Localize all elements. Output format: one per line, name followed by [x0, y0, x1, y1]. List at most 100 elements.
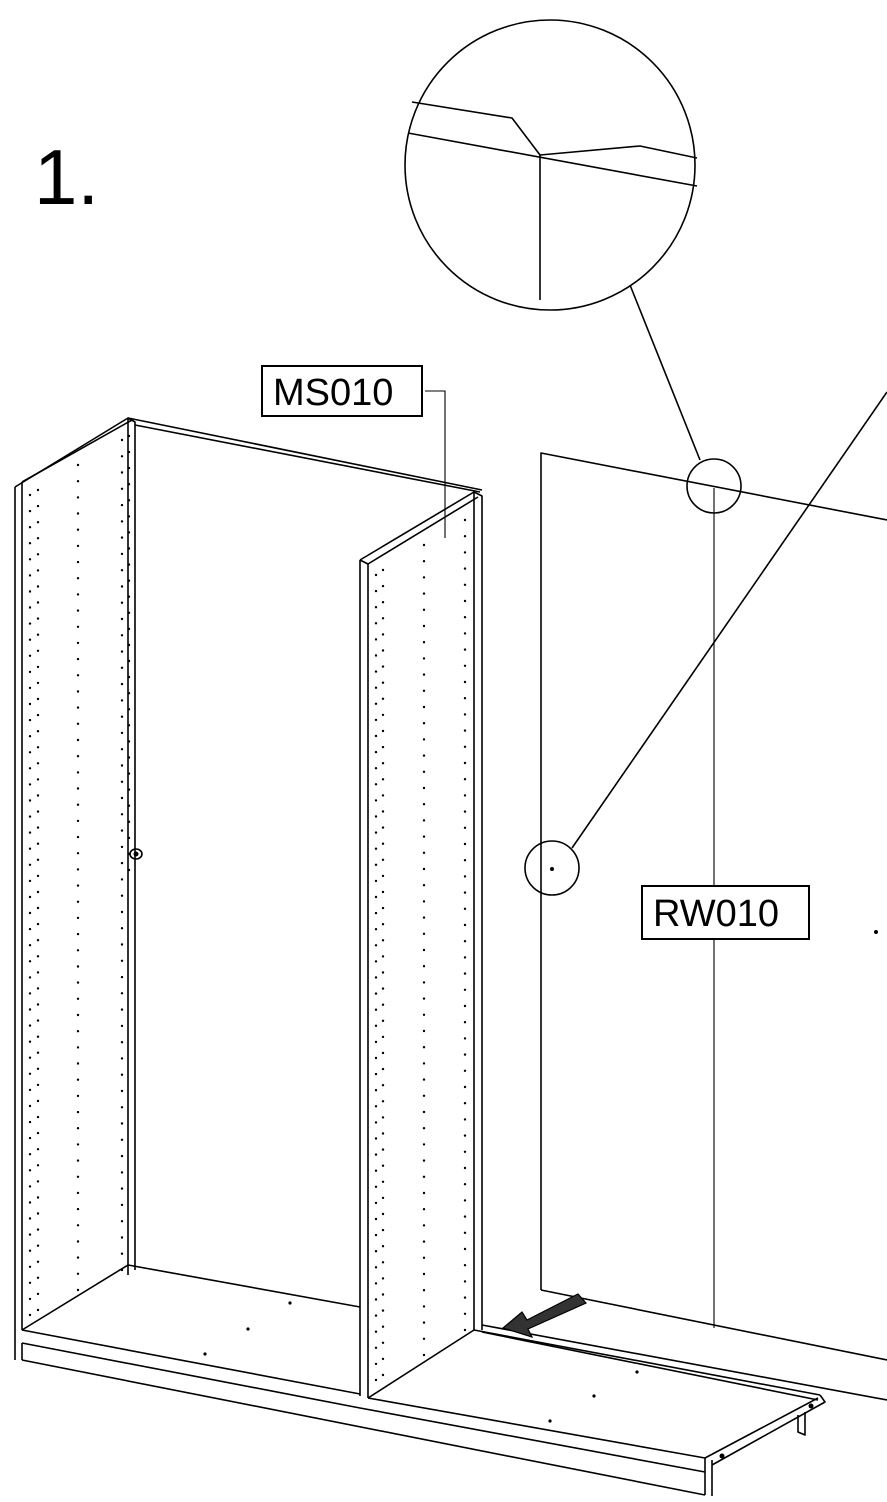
pin-hole [463, 1021, 467, 1024]
pin-hole [422, 1078, 426, 1081]
pin-hole [120, 455, 124, 458]
pin-hole [76, 1207, 80, 1211]
pin-hole [36, 1180, 40, 1183]
pin-hole [374, 944, 378, 947]
pin-hole [374, 1314, 378, 1317]
pin-hole [381, 1051, 385, 1055]
pin-hole [381, 681, 385, 684]
pin-hole [463, 518, 467, 522]
pin-hole [36, 826, 40, 829]
pin-hole [28, 542, 32, 545]
pin-hole [422, 1256, 426, 1260]
pin-hole [28, 718, 32, 722]
pin-hole [381, 1309, 385, 1312]
pin-hole [36, 762, 40, 765]
pin-hole [36, 601, 40, 604]
pin-hole [76, 690, 80, 693]
pin-hole [381, 1067, 385, 1071]
pin-hole [120, 845, 124, 849]
pin-hole [381, 826, 385, 829]
pin-hole [374, 815, 378, 818]
pin-hole [127, 483, 131, 486]
pin-hole [463, 972, 467, 975]
pin-hole [36, 730, 40, 733]
pin-hole [28, 1313, 32, 1317]
pin-hole [374, 1008, 378, 1011]
pin-hole [374, 734, 378, 738]
pin-hole [120, 503, 124, 507]
pin-hole [381, 1357, 385, 1361]
pin-hole [422, 641, 426, 644]
pin-hole [28, 1120, 32, 1124]
pin-hole [36, 585, 40, 588]
pin-hole [120, 780, 124, 783]
pin-hole [120, 894, 124, 897]
pin-hole [28, 751, 32, 754]
pin-hole [76, 787, 80, 790]
pin-hole [120, 536, 124, 539]
pin-hole [28, 686, 32, 690]
pin-hole [76, 512, 80, 515]
pin-hole [381, 1228, 385, 1232]
pin-hole [120, 1187, 124, 1190]
pin-hole [28, 879, 32, 883]
pin-hole [28, 1008, 32, 1011]
detail-marker-top [686, 458, 742, 514]
pin-hole [422, 1224, 426, 1227]
pin-hole [120, 1041, 124, 1044]
pin-hole [120, 1268, 124, 1272]
pin-hole [127, 434, 131, 438]
pin-hole [463, 810, 467, 813]
pin-hole [76, 1272, 80, 1276]
pin-hole [36, 939, 40, 942]
pin-hole [120, 1008, 124, 1011]
pin-hole [28, 1088, 32, 1092]
pin-hole [120, 715, 124, 718]
pin-hole [28, 1265, 32, 1269]
pin-hole [76, 496, 80, 499]
pin-hole [28, 670, 32, 674]
pin-hole [374, 606, 378, 609]
left-side-panel [14, 417, 483, 1360]
pin-hole [127, 675, 131, 679]
pin-hole [374, 1201, 378, 1205]
pin-hole [120, 569, 124, 572]
pin-hole [36, 1019, 40, 1022]
pin-hole [120, 1236, 124, 1239]
pin-hole [127, 692, 131, 695]
pin-hole [36, 1308, 40, 1312]
pin-hole [422, 1046, 426, 1049]
pin-hole [463, 1085, 467, 1089]
pin-hole [374, 1378, 378, 1382]
pin-hole [463, 1102, 467, 1105]
pin-hole [36, 1148, 40, 1151]
pin-hole [422, 1321, 426, 1324]
pin-hole [463, 1264, 467, 1267]
pin-hole [120, 617, 124, 621]
pin-hole [36, 1035, 40, 1038]
pin-hole [381, 1148, 385, 1151]
pin-hole [76, 932, 80, 936]
pin-hole [381, 858, 385, 861]
pin-hole [381, 1019, 385, 1022]
pin-hole [463, 907, 467, 910]
pin-hole [28, 1297, 32, 1301]
pin-hole [76, 674, 80, 677]
pin-hole [36, 906, 40, 910]
pin-hole [127, 515, 131, 518]
pin-hole [36, 971, 40, 974]
pin-hole [28, 1056, 32, 1059]
pin-hole [127, 708, 131, 711]
pin-hole [381, 1245, 385, 1248]
pin-hole [120, 1171, 124, 1174]
pin-hole [36, 794, 40, 797]
shelf-pin-holes [28, 434, 467, 1382]
pin-hole [374, 960, 378, 963]
pin-hole [36, 488, 40, 492]
pin-hole [36, 746, 40, 749]
pin-hole [120, 666, 124, 669]
pin-hole [463, 1053, 467, 1056]
pin-hole [28, 622, 32, 625]
pin-hole [381, 1116, 385, 1119]
